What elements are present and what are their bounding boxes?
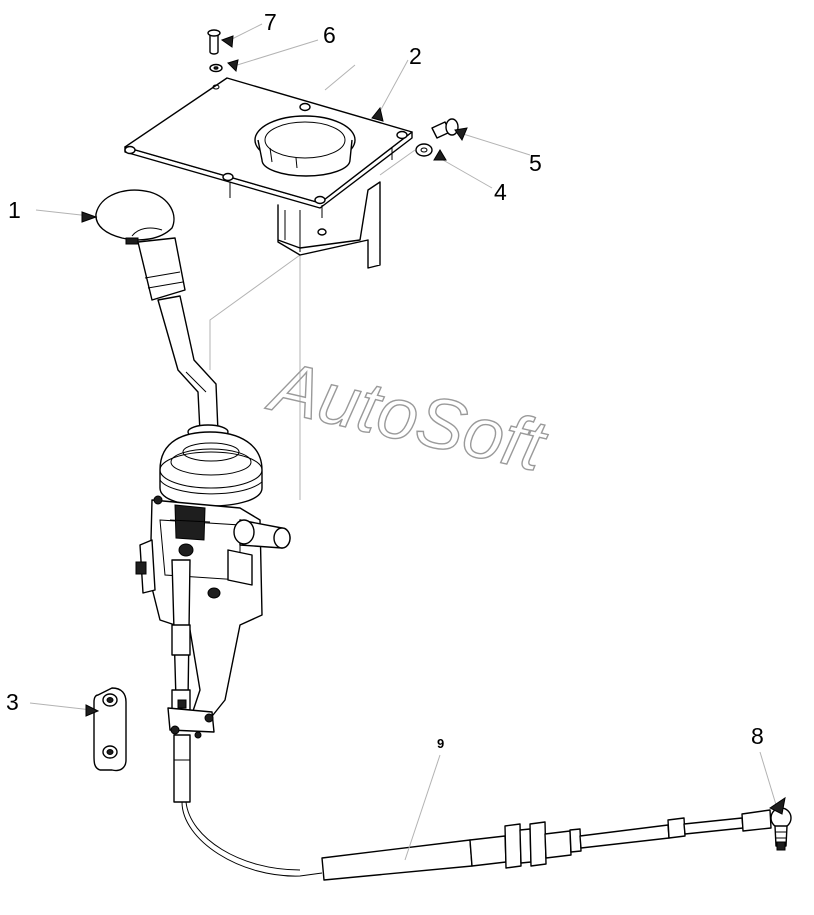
watermark-text: AutoSoft — [261, 346, 555, 488]
callout-2: 2 — [409, 43, 422, 69]
callout-6: 6 — [323, 22, 336, 48]
mounting-plate — [124, 77, 413, 269]
side-bolt-and-washer — [415, 118, 459, 157]
shift-mechanism — [135, 424, 291, 803]
top-bolt-and-washer — [207, 29, 223, 73]
callout-leaders — [29, 23, 786, 861]
control-cable — [181, 801, 792, 881]
callout-9: 9 — [437, 736, 444, 751]
callout-5: 5 — [529, 150, 542, 176]
callout-1: 1 — [8, 197, 21, 223]
callout-labels: 1 2 3 4 5 6 7 8 9 — [6, 9, 764, 751]
callout-7: 7 — [264, 9, 277, 35]
callout-4: 4 — [494, 179, 507, 205]
clamp-plate — [93, 687, 127, 772]
assembly-guide-lines — [209, 64, 416, 500]
callout-8: 8 — [751, 723, 764, 749]
callout-3: 3 — [6, 689, 19, 715]
shift-lever — [95, 189, 219, 433]
